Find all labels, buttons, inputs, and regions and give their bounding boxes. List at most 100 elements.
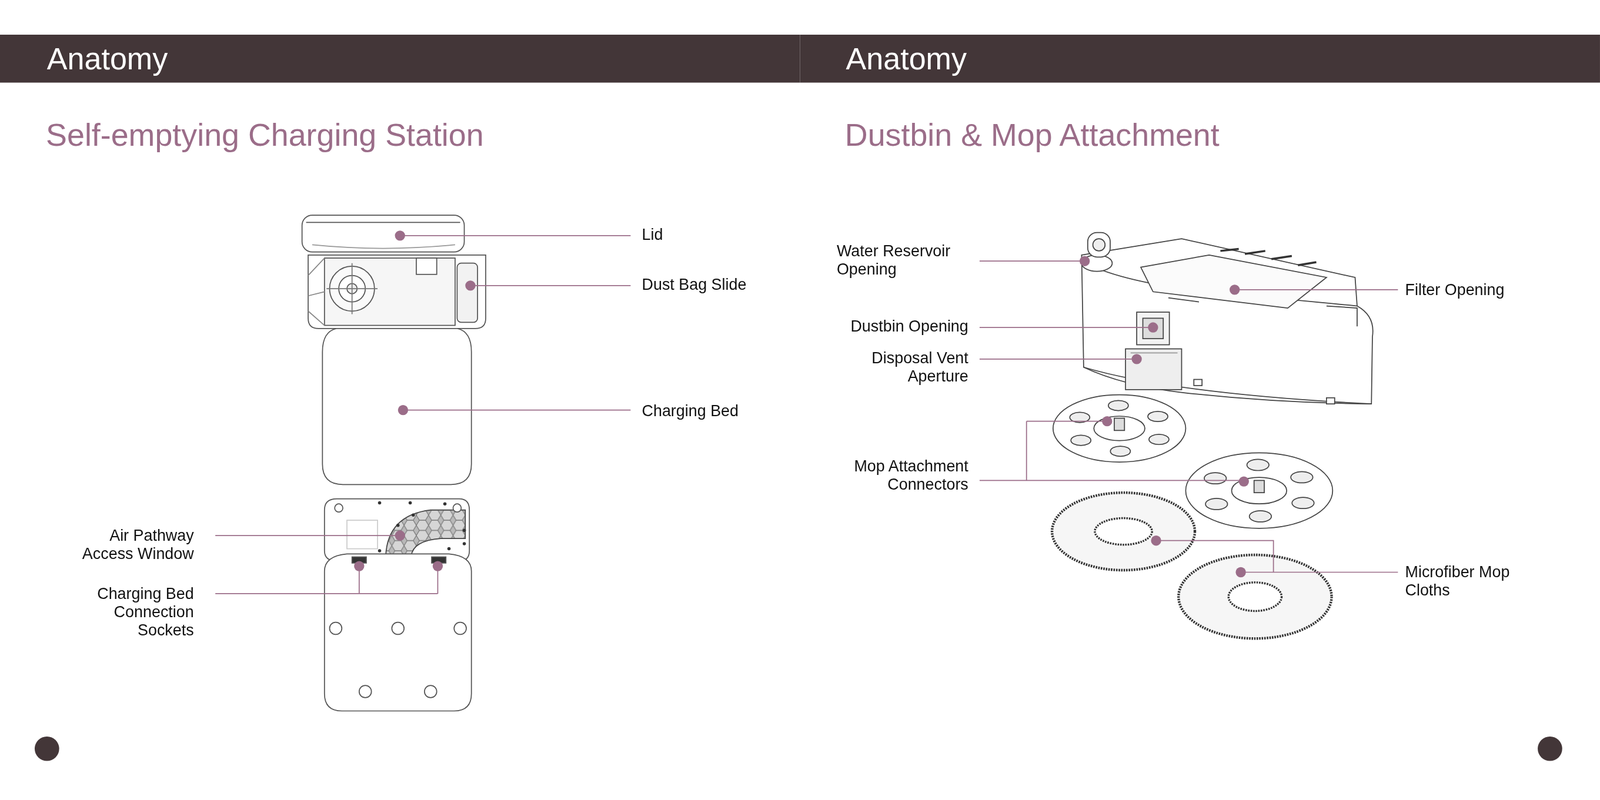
- station-open-view: [322, 328, 472, 486]
- dustbin-body: [1168, 298, 1358, 327]
- station-open-view: [302, 215, 465, 252]
- station-open-view: [308, 258, 325, 326]
- station-open-view: [416, 258, 437, 275]
- station-base-view: [346, 520, 378, 550]
- leader-line: [215, 235, 1398, 594]
- station-open-view: [312, 244, 456, 249]
- callout-dot: [1150, 535, 1161, 546]
- station-base-view: [334, 503, 343, 513]
- station-base-view: [378, 549, 382, 553]
- station-base-view: [453, 622, 467, 636]
- mop-connector-plate: [1148, 434, 1169, 445]
- mop-connector-plate: [1247, 459, 1269, 471]
- leader-line: [215, 566, 438, 594]
- part-label: Mop Attachment Connectors: [847, 456, 969, 494]
- page-marker: [34, 736, 1563, 762]
- dustbin-body: [1220, 248, 1316, 266]
- station-base-view: [443, 502, 447, 506]
- leader-line: [1156, 540, 1398, 573]
- dustbin-body: [1081, 232, 1373, 405]
- mop-connector-plate: [1205, 498, 1228, 510]
- station-base-view: [396, 523, 400, 528]
- mop-cloth: [1094, 518, 1152, 546]
- callout-dot: [395, 230, 406, 241]
- callout-dot: [353, 230, 1249, 578]
- dustbin-body: [1087, 232, 1111, 258]
- part-label: Disposal Vent Aperture: [866, 348, 969, 386]
- callout-dot: [1147, 322, 1158, 333]
- callout-dot: [1079, 256, 1090, 267]
- leader-line: [1234, 289, 1399, 291]
- station-base-view: [385, 510, 466, 557]
- part-label: Charging Bed: [642, 402, 740, 421]
- mop-connector-plate: [1093, 416, 1145, 442]
- station-base-view: [391, 622, 404, 636]
- header-title: Anatomy: [846, 34, 1600, 83]
- part-label: Dust Bag Slide: [642, 275, 747, 295]
- mop-connector-plate: [1110, 446, 1131, 457]
- station-open-view: [308, 255, 486, 329]
- station-base-view: [462, 542, 467, 546]
- dustbin-body: [1143, 318, 1164, 339]
- mop-cloth: [1178, 555, 1332, 639]
- station-open-view: [326, 263, 378, 315]
- mop-connector-plate: [1291, 497, 1314, 509]
- dustbin-body: [1081, 238, 1373, 404]
- callout-dot: [1229, 284, 1240, 295]
- leader-line: [402, 409, 631, 412]
- station-base-view: [359, 685, 372, 698]
- mop-cloth: [1051, 492, 1195, 571]
- leader-line: [399, 235, 631, 237]
- station-base-view: [329, 622, 343, 636]
- mop-connector-plate: [1147, 411, 1168, 422]
- dustbin-body: [1326, 398, 1335, 404]
- mop-connector-plate: [1185, 452, 1333, 529]
- callout-dot: [1101, 416, 1112, 427]
- station-open-view: [306, 221, 461, 223]
- station-open-view: [324, 258, 456, 326]
- callout-dot: [432, 560, 443, 571]
- dustbin-body: [1136, 312, 1170, 346]
- part-label: Microfiber Mop Cloths: [1405, 563, 1516, 600]
- dustbin-body: [1093, 238, 1106, 252]
- mop-connector-plate: [1070, 435, 1091, 446]
- callout-dot: [1238, 476, 1249, 487]
- station-base-view: [411, 513, 416, 518]
- mop-cloth: [1051, 492, 1332, 639]
- station-base-view: [324, 499, 470, 562]
- callout-dot: [1235, 567, 1246, 578]
- callout-dot: [398, 405, 409, 416]
- mop-connector-plate: [1114, 418, 1125, 431]
- header-title: Anatomy: [47, 34, 801, 83]
- page-marker: [34, 736, 60, 762]
- leader-line: [979, 358, 1137, 360]
- mop-connector-plate: [1053, 395, 1187, 463]
- mop-connector-plate: [1254, 480, 1265, 493]
- part-label: Air Pathway Access Window: [77, 526, 195, 563]
- station-base-view: [447, 547, 452, 551]
- part-label: Filter Opening: [1405, 280, 1505, 299]
- mop-connector-plate: [1290, 471, 1313, 483]
- section-title: Self-emptying Charging Station: [45, 117, 484, 155]
- callout-dot: [353, 560, 364, 571]
- leader-line: [979, 421, 1244, 481]
- callout-dot: [1131, 353, 1142, 364]
- station-base-view: [324, 553, 472, 711]
- leader-line: [979, 260, 1085, 262]
- header-band: Anatomy: [0, 34, 800, 83]
- part-label: Dustbin Opening: [850, 317, 968, 336]
- dustbin-body: [1140, 255, 1327, 309]
- dustbin-body: [1125, 348, 1182, 390]
- station-base-view: [378, 501, 467, 553]
- header-band: Anatomy: [799, 34, 1600, 83]
- section-title: Dustbin & Mop Attachment: [844, 117, 1220, 155]
- dustbin-body: [1130, 352, 1178, 354]
- leader-line: [215, 535, 400, 537]
- station-base-view: [324, 499, 472, 712]
- mop-connector-plate: [1249, 510, 1272, 523]
- leader-line: [470, 285, 631, 287]
- station-open-view: [302, 215, 486, 485]
- station-base-view: [378, 501, 382, 506]
- mop-cloth: [1228, 582, 1282, 612]
